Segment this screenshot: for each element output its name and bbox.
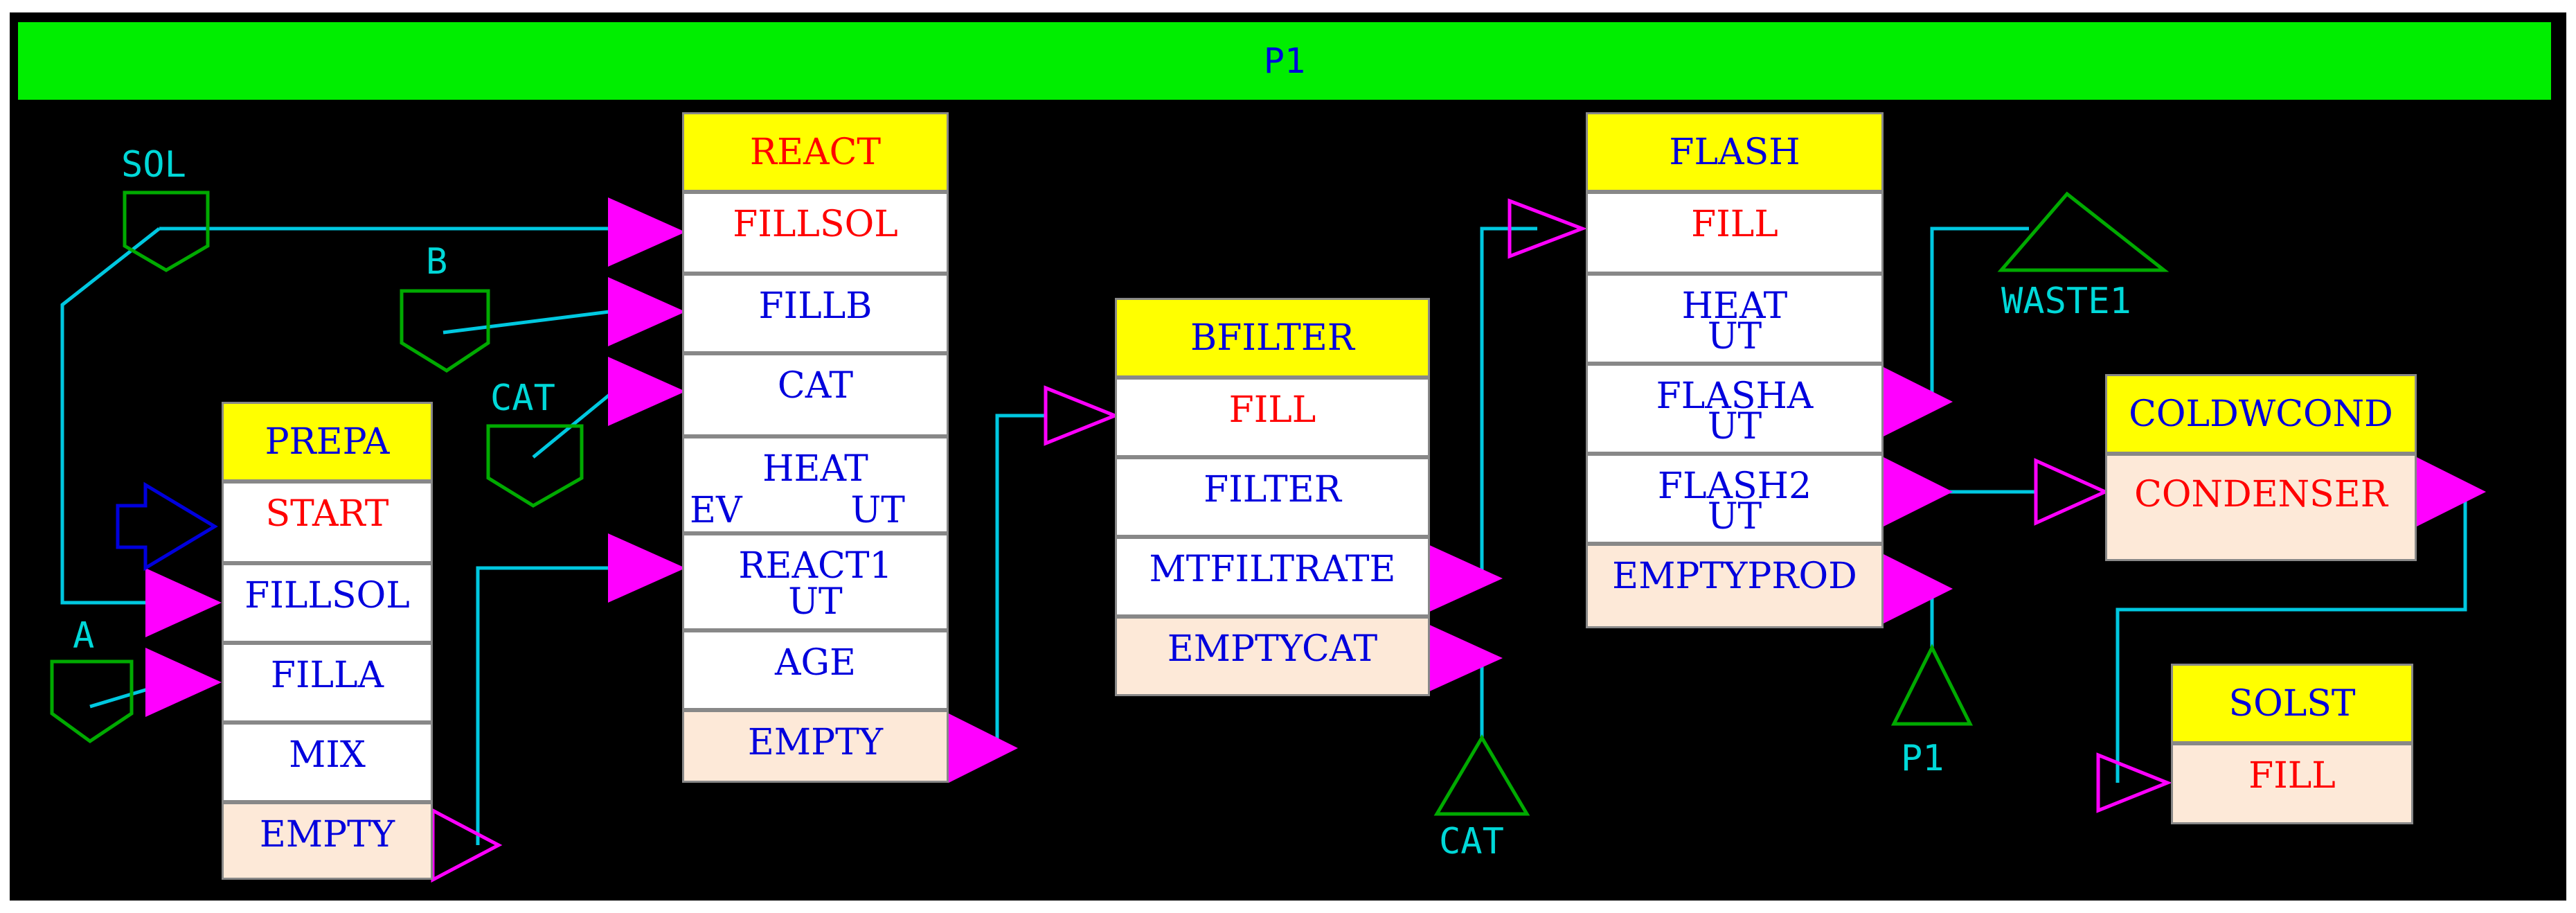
- op-fill[interactable]: FILL: [2171, 743, 2413, 824]
- wire-bfilter-flash: [1480, 227, 1537, 575]
- page-title: P1: [1263, 41, 1306, 81]
- wire-flash-waste: [1930, 227, 2029, 402]
- wire-cold-solst: [2116, 499, 2467, 783]
- op-emptyprod[interactable]: EMPTYPROD: [1586, 544, 1884, 628]
- sink-cat-icon: [1433, 734, 1530, 816]
- wire-b: [442, 310, 610, 335]
- unit-title: COLDWCOND: [2105, 374, 2417, 454]
- op-age[interactable]: AGE: [682, 630, 949, 710]
- arrow-flash-fill-in: [1508, 198, 1588, 259]
- op-fill[interactable]: FILL: [1115, 378, 1430, 457]
- unit-solst[interactable]: SOLST FILL: [2171, 664, 2413, 824]
- op-empty[interactable]: EMPTY: [222, 802, 433, 880]
- start-arrow-icon: [116, 481, 218, 571]
- source-a-icon: [50, 659, 134, 744]
- unit-title: BFILTER: [1115, 298, 1430, 378]
- op-fillsol[interactable]: FILLSOL: [222, 563, 433, 643]
- op-condenser[interactable]: CONDENSER: [2105, 454, 2417, 561]
- label-cat-in: CAT: [490, 378, 555, 419]
- op-mix[interactable]: MIX: [222, 723, 433, 802]
- op-filter[interactable]: FILTER: [1115, 457, 1430, 537]
- arrow-bfilter-emptycat: [1426, 623, 1503, 693]
- wire-prepa-react: [476, 566, 609, 845]
- arrow-solst-in: [2096, 752, 2172, 813]
- unit-title: REACT: [682, 112, 949, 192]
- arrow-flash-emptyprod: [1884, 554, 1953, 623]
- unit-prepa[interactable]: PREPA START FILLSOL FILLA MIX EMPTY: [222, 402, 433, 880]
- label-a: A: [73, 615, 95, 657]
- op-filla[interactable]: FILLA: [222, 643, 433, 723]
- op-fill[interactable]: FILL: [1586, 192, 1884, 274]
- unit-title: PREPA: [222, 402, 433, 481]
- arrow-react-empty: [949, 713, 1018, 783]
- label-sol: SOL: [121, 144, 186, 186]
- unit-title: FLASH: [1586, 112, 1884, 192]
- arrow-prepa-filla: [145, 648, 222, 717]
- arrow-flash-flash2: [1884, 457, 1953, 526]
- source-cat-icon: [486, 424, 584, 508]
- arrow-react-react1: [608, 533, 686, 603]
- arrow-flash-flasha: [1884, 367, 1953, 436]
- sink-waste1-icon: [1997, 191, 2170, 272]
- op-empty[interactable]: EMPTY: [682, 710, 949, 783]
- unit-coldwcond[interactable]: COLDWCOND CONDENSER: [2105, 374, 2417, 561]
- unit-title: SOLST: [2171, 664, 2413, 743]
- arrow-react-fillsol: [608, 197, 686, 267]
- op-cat[interactable]: CAT: [682, 353, 949, 436]
- op-mtfiltrate[interactable]: MTFILTRATE: [1115, 537, 1430, 617]
- arrow-bfilter-fill-in: [1044, 385, 1120, 446]
- arrow-prepa-fillsol: [145, 568, 222, 637]
- label-b: B: [426, 241, 448, 283]
- op-start[interactable]: START: [222, 481, 433, 563]
- wire-react-bfilter: [995, 414, 1046, 755]
- arrow-prepa-empty-out: [431, 807, 503, 883]
- op-emptycat[interactable]: EMPTYCAT: [1115, 617, 1430, 696]
- sink-p1-icon: [1890, 644, 1974, 726]
- wire-sol: [60, 227, 161, 605]
- arrow-cold-in: [2034, 458, 2110, 526]
- label-waste1: WASTE1: [2001, 281, 2131, 322]
- op-fillsol[interactable]: FILLSOL: [682, 192, 949, 274]
- arrow-react-fillb: [608, 277, 686, 346]
- unit-bfilter[interactable]: BFILTER FILL FILTER MTFILTRATE EMPTYCAT: [1115, 298, 1430, 696]
- label-cat-out: CAT: [1439, 821, 1504, 862]
- source-sol-icon: [123, 190, 210, 272]
- label-p1: P1: [1901, 738, 1944, 779]
- source-b-icon: [400, 289, 490, 373]
- arrow-cold-out: [2417, 457, 2486, 526]
- op-fillb[interactable]: FILLB: [682, 274, 949, 353]
- arrow-bfilter-mtfiltrate: [1426, 544, 1503, 613]
- arrow-react-cat: [608, 357, 686, 426]
- title-bar: P1: [18, 22, 2551, 100]
